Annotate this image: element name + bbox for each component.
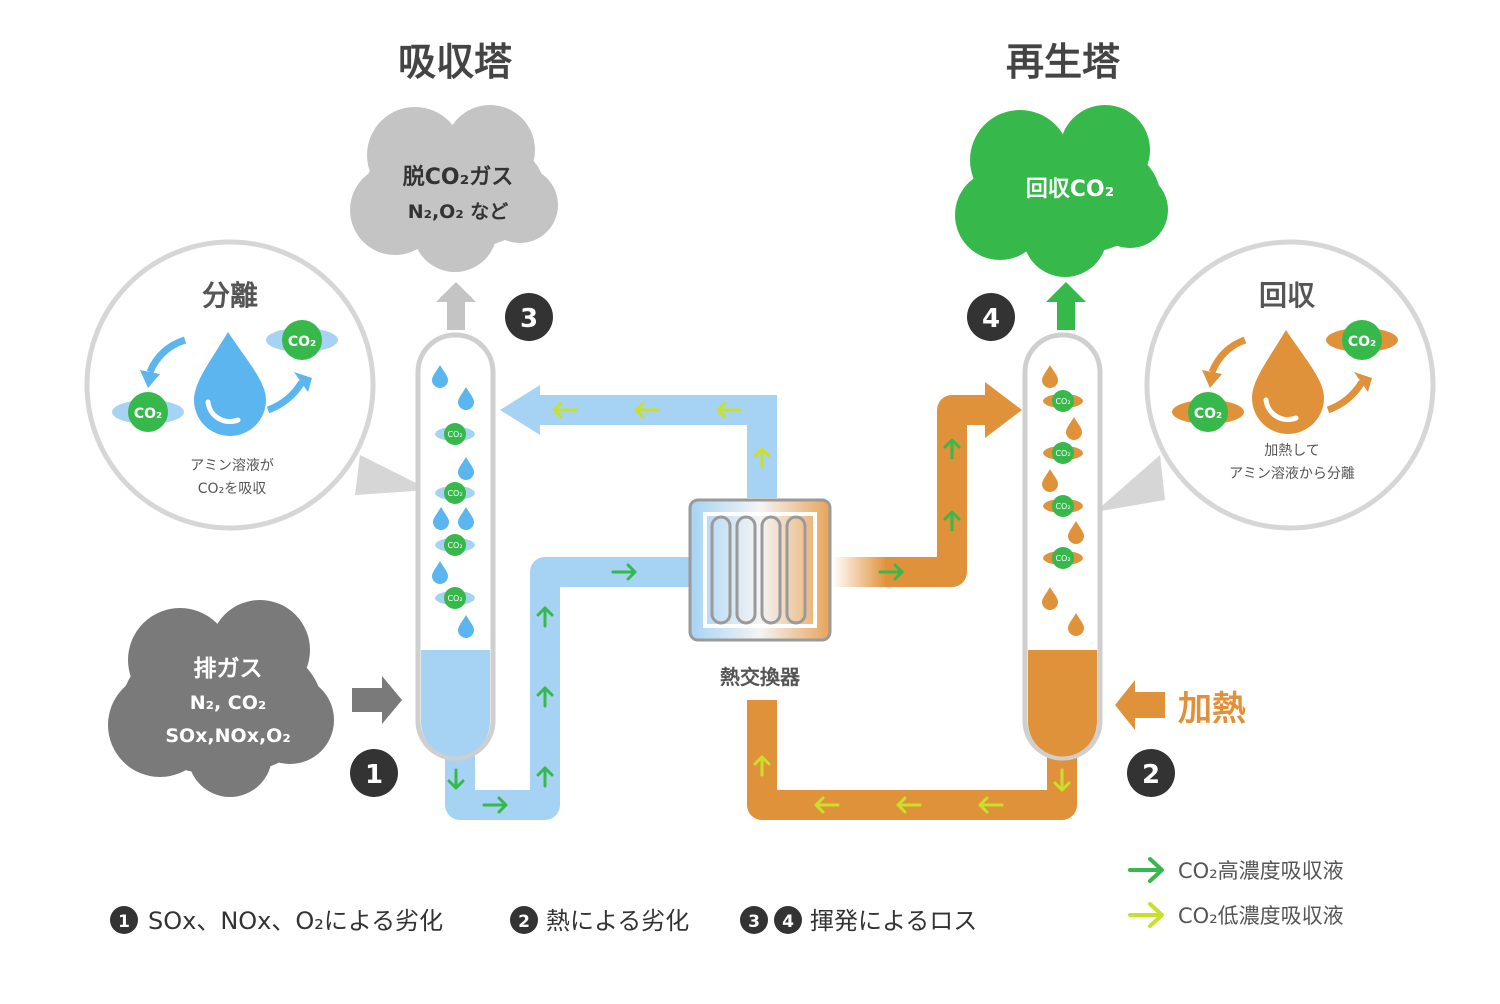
recovered-co2-label: 回収CO₂ <box>1026 177 1114 202</box>
decarb-gas-label: 脱CO₂ガス <box>403 165 513 190</box>
co2-molecule-icon: CO₂ <box>435 482 475 504</box>
recovery-callout: 回収 CO₂ CO₂ 加熱して アミン溶液から分離 <box>1095 239 1436 531</box>
svg-text:CO₂: CO₂ <box>447 541 462 550</box>
co2-molecule-icon: CO₂ <box>435 587 475 609</box>
separation-caption-2: CO₂を吸収 <box>198 481 266 497</box>
decarb-gas-outflow-arrow <box>436 282 476 330</box>
co2-molecule-icon: CO₂ <box>266 320 338 360</box>
svg-text:2: 2 <box>518 912 530 932</box>
co2-molecule-icon: CO₂ <box>435 423 475 445</box>
svg-text:1: 1 <box>118 912 130 932</box>
svg-text:CO₂: CO₂ <box>447 430 462 439</box>
svg-text:CO₂: CO₂ <box>288 334 316 350</box>
heat-input-arrow <box>1115 680 1165 730</box>
decarb-gas-cloud: 脱CO₂ガス N₂,O₂ など <box>350 105 558 272</box>
svg-text:CO₂: CO₂ <box>1055 502 1070 511</box>
svg-text:CO₂: CO₂ <box>447 594 462 603</box>
separation-title: 分離 <box>202 279 258 312</box>
co2-molecule-icon: CO₂ <box>1326 320 1398 360</box>
decarb-gas-components: N₂,O₂ など <box>408 201 509 223</box>
svg-text:3: 3 <box>520 304 538 334</box>
svg-text:CO₂: CO₂ <box>1055 397 1070 406</box>
co2-molecule-icon: CO₂ <box>112 392 184 432</box>
lean-from-regenerator-pipe <box>747 700 1077 820</box>
legend-item-2: 熱による劣化 <box>546 907 689 935</box>
svg-text:CO₂: CO₂ <box>134 406 162 422</box>
svg-text:4: 4 <box>982 304 1000 334</box>
co2-molecule-icon: CO₂ <box>1172 392 1244 432</box>
high-co2-flow-arrows <box>447 438 961 814</box>
separation-arrow-right-icon <box>266 380 306 414</box>
heat-exchanger-label: 熱交換器 <box>720 665 801 689</box>
co2-molecule-icon: CO₂ <box>1043 495 1083 517</box>
co2-molecule-icon: CO₂ <box>1043 390 1083 412</box>
arrow-legend: CO₂高濃度吸収液 CO₂低濃度吸収液 <box>1128 857 1344 928</box>
recovery-title: 回収 <box>1259 279 1316 312</box>
heat-exchanger <box>688 498 832 642</box>
svg-text:CO₂: CO₂ <box>1055 449 1070 458</box>
high-concentration-arrow-icon <box>1128 857 1164 883</box>
separation-caption-1: アミン溶液が <box>190 458 274 474</box>
co2-outflow-arrow <box>1046 282 1086 330</box>
low-concentration-arrow-icon <box>1128 902 1164 928</box>
absorber-title: 吸収塔 <box>398 40 513 84</box>
svg-text:CO₂: CO₂ <box>1055 554 1070 563</box>
exhaust-gas-components-1: N₂, CO₂ <box>190 692 266 714</box>
low-co2-flow-arrows <box>552 401 1071 814</box>
rich-to-regenerator-pipe <box>832 382 1022 587</box>
marker-4: 4 <box>967 293 1015 341</box>
co2-molecule-icon: CO₂ <box>1043 547 1083 569</box>
recovery-arrow-left-icon <box>1208 336 1247 374</box>
separation-callout: 分離 CO₂ CO₂ アミン溶液が CO₂を吸収 <box>84 239 430 531</box>
high-concentration-label: CO₂高濃度吸収液 <box>1178 859 1344 883</box>
lean-return-pipe-blue <box>500 385 777 498</box>
regenerator-tower: CO₂ CO₂ CO₂ CO₂ <box>1022 332 1103 761</box>
low-concentration-label: CO₂低濃度吸収液 <box>1178 904 1344 928</box>
exhaust-gas-components-2: SOx,NOx,O₂ <box>165 725 290 747</box>
marker-3: 3 <box>505 293 553 341</box>
exhaust-gas-cloud: 排ガス N₂, CO₂ SOx,NOx,O₂ <box>108 600 334 797</box>
svg-text:2: 2 <box>1142 760 1160 790</box>
heat-label: 加熱 <box>1178 689 1246 729</box>
regenerator-title: 再生塔 <box>1006 40 1121 84</box>
rich-solution-pipe <box>445 557 692 820</box>
exhaust-gas-label: 排ガス <box>194 656 263 682</box>
recovery-caption-1: 加熱して <box>1264 443 1320 459</box>
marker-2: 2 <box>1127 749 1175 797</box>
svg-text:3: 3 <box>748 912 760 932</box>
legend-item-1: SOx、NOx、O₂による劣化 <box>148 907 443 935</box>
svg-text:1: 1 <box>365 760 383 790</box>
legend-item-3: 揮発によるロス <box>810 907 977 935</box>
svg-text:4: 4 <box>782 912 794 932</box>
svg-text:CO₂: CO₂ <box>1348 334 1376 350</box>
exhaust-inflow-arrow <box>352 676 402 724</box>
recovered-co2-cloud: 回収CO₂ <box>955 105 1168 277</box>
co2-molecule-icon: CO₂ <box>435 534 475 556</box>
degradation-legend: 1 SOx、NOx、O₂による劣化 2 熱による劣化 3 4 揮発によるロス <box>110 906 977 935</box>
co2-molecule-icon: CO₂ <box>1043 442 1083 464</box>
svg-text:CO₂: CO₂ <box>1194 406 1222 422</box>
marker-1: 1 <box>350 749 398 797</box>
recovery-arrow-right-icon <box>1326 380 1366 414</box>
recovery-caption-2: アミン溶液から分離 <box>1229 465 1355 482</box>
separation-arrow-left-icon <box>146 336 187 374</box>
absorber-tower: CO₂ CO₂ CO₂ CO₂ <box>415 332 496 761</box>
svg-text:CO₂: CO₂ <box>447 489 462 498</box>
